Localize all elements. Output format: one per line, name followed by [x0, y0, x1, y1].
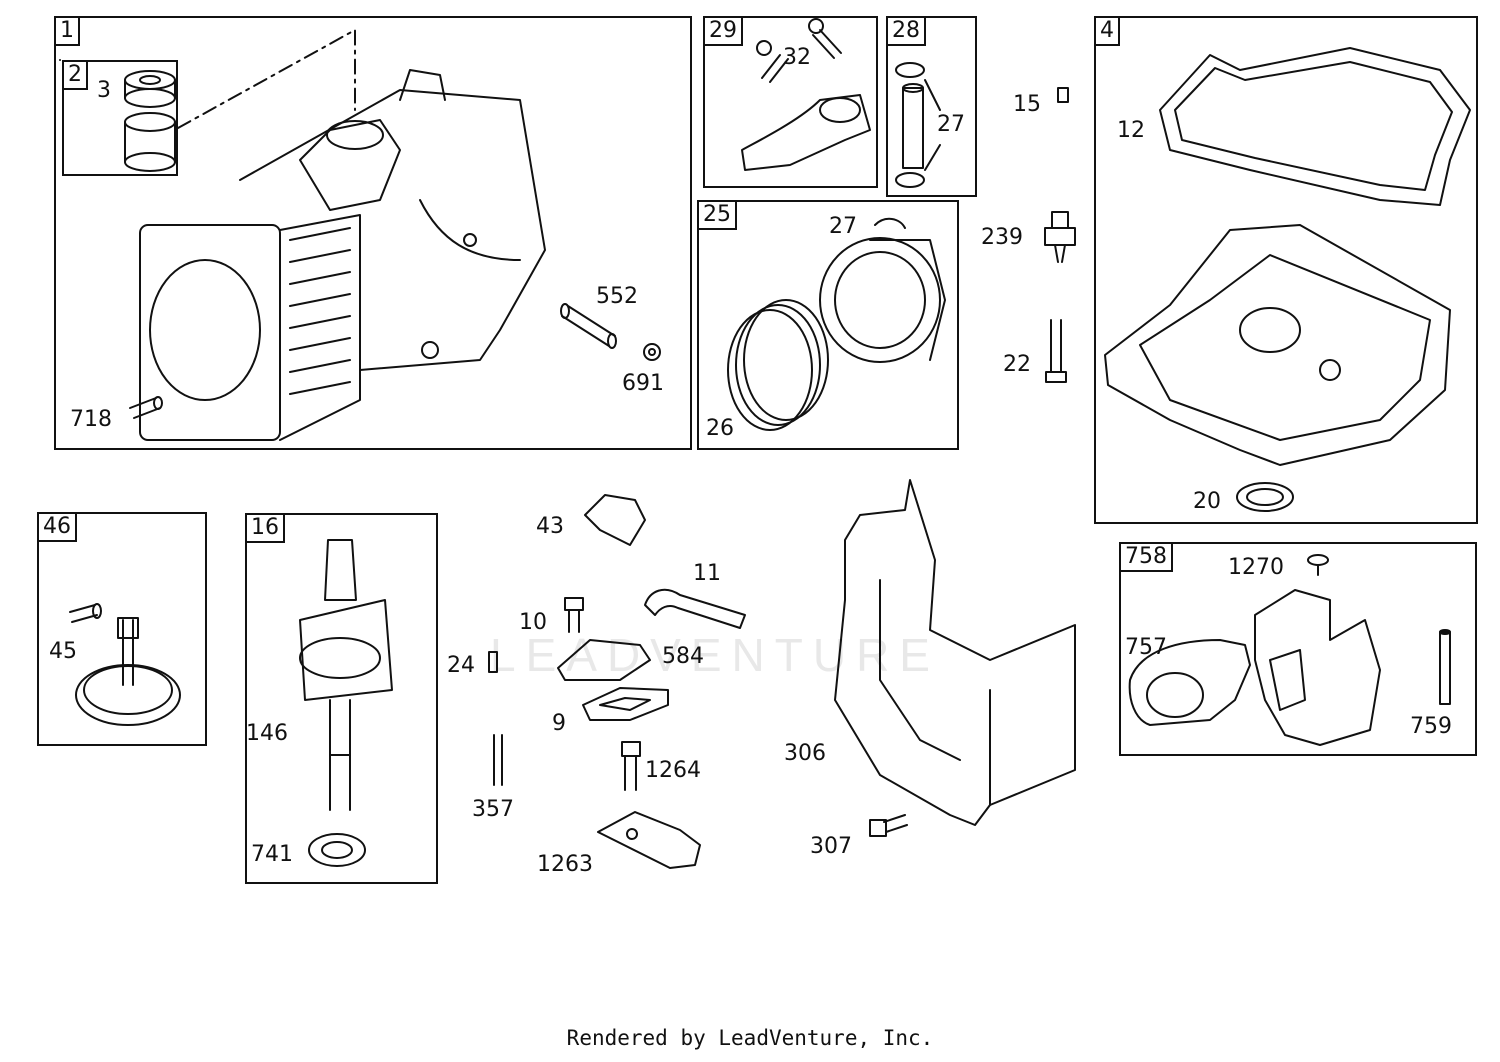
- callout-1263: 1263: [537, 852, 593, 877]
- bolt-10-icon[interactable]: [564, 597, 584, 633]
- oil-seal-20-icon[interactable]: [1236, 482, 1294, 512]
- oil-sensor-239-icon[interactable]: [1044, 211, 1076, 263]
- callout-306: 306: [784, 741, 826, 766]
- callout-11: 11: [693, 561, 721, 586]
- base-757-icon[interactable]: [1128, 639, 1251, 726]
- bolt-307-icon[interactable]: [869, 814, 908, 837]
- callout-26: 26: [706, 416, 734, 441]
- callout-27-piston: 27: [829, 214, 857, 239]
- dowel-357-icon[interactable]: [493, 734, 503, 786]
- group-tag-2: 2: [64, 62, 88, 90]
- group-box-1: 1: [54, 16, 692, 450]
- callout-757: 757: [1125, 635, 1167, 660]
- callout-22: 22: [1003, 352, 1031, 377]
- rendered-by-footer: Rendered by LeadVenture, Inc.: [566, 1026, 934, 1050]
- callout-12: 12: [1117, 118, 1145, 143]
- air-guide-306-icon[interactable]: [834, 479, 1076, 826]
- callout-146: 146: [246, 721, 288, 746]
- group-tag-28: 28: [888, 18, 926, 46]
- callout-357: 357: [472, 797, 514, 822]
- group-tag-758: 758: [1121, 544, 1173, 572]
- breather-tube-11-icon[interactable]: [644, 588, 746, 629]
- callout-691: 691: [622, 371, 664, 396]
- group-box-29: 29: [703, 16, 878, 188]
- plate-1263-icon[interactable]: [597, 811, 701, 869]
- callout-3: 3: [97, 78, 111, 103]
- group-box-758: 758: [1119, 542, 1477, 756]
- bolt-1264-icon[interactable]: [621, 741, 641, 791]
- group-box-28: 28: [886, 16, 977, 197]
- callout-718: 718: [70, 407, 112, 432]
- callout-584: 584: [662, 644, 704, 669]
- callout-27-pin: 27: [937, 112, 965, 137]
- callout-10: 10: [519, 610, 547, 635]
- group-box-2: 2: [62, 60, 178, 176]
- group-box-16: 16: [245, 513, 438, 884]
- sump-gasket-icon[interactable]: [1159, 47, 1471, 206]
- plug-15-icon[interactable]: [1057, 87, 1069, 103]
- callout-43: 43: [536, 514, 564, 539]
- camshaft-gear-icon[interactable]: [69, 603, 181, 726]
- group-box-4: 4: [1094, 16, 1478, 524]
- callout-45: 45: [49, 639, 77, 664]
- callout-759: 759: [1410, 714, 1452, 739]
- group-tag-46: 46: [39, 514, 77, 542]
- breather-cover-584-icon[interactable]: [557, 639, 651, 681]
- dowel-pin-552-icon[interactable]: [560, 303, 617, 349]
- sump-cover-icon[interactable]: [1104, 224, 1451, 466]
- callout-1264: 1264: [645, 758, 701, 783]
- group-tag-25: 25: [699, 202, 737, 230]
- pin-759-icon[interactable]: [1439, 629, 1451, 705]
- dowel-718-icon[interactable]: [129, 396, 163, 419]
- piston-icon[interactable]: [819, 217, 946, 363]
- callout-24: 24: [447, 653, 475, 678]
- piston-rings-icon[interactable]: [727, 299, 829, 431]
- callout-307: 307: [810, 834, 852, 859]
- bolt-22-icon[interactable]: [1045, 319, 1067, 383]
- callout-239: 239: [981, 225, 1023, 250]
- connecting-rod-icon[interactable]: [741, 18, 871, 171]
- group-tag-16: 16: [247, 515, 285, 543]
- callout-552: 552: [596, 284, 638, 309]
- crankshaft-icon[interactable]: [299, 539, 393, 811]
- callout-32: 32: [783, 45, 811, 70]
- gasket-9-icon[interactable]: [582, 687, 669, 721]
- group-tag-29: 29: [705, 18, 743, 46]
- callout-15: 15: [1013, 92, 1041, 117]
- callout-9: 9: [552, 711, 566, 736]
- callout-741: 741: [251, 842, 293, 867]
- group-tag-4: 4: [1096, 18, 1120, 46]
- crank-gear-741-icon[interactable]: [308, 833, 366, 867]
- bracket-icon[interactable]: [1254, 589, 1381, 746]
- screw-1270-icon[interactable]: [1307, 554, 1329, 576]
- bearing-bushing-icon[interactable]: [124, 70, 176, 172]
- callout-20: 20: [1193, 489, 1221, 514]
- group-box-46: 46: [37, 512, 207, 746]
- group-tag-1: 1: [56, 18, 80, 46]
- leadventure-watermark: LEADVENTURE: [490, 629, 940, 681]
- switch-43-icon[interactable]: [584, 494, 646, 546]
- nut-691-icon[interactable]: [643, 343, 661, 361]
- cylinder-block-icon[interactable]: [59, 59, 546, 441]
- pin-24-icon[interactable]: [488, 651, 498, 673]
- group-box-25: 25: [697, 200, 959, 450]
- piston-pin-icon[interactable]: [895, 62, 941, 188]
- callout-1270: 1270: [1228, 555, 1284, 580]
